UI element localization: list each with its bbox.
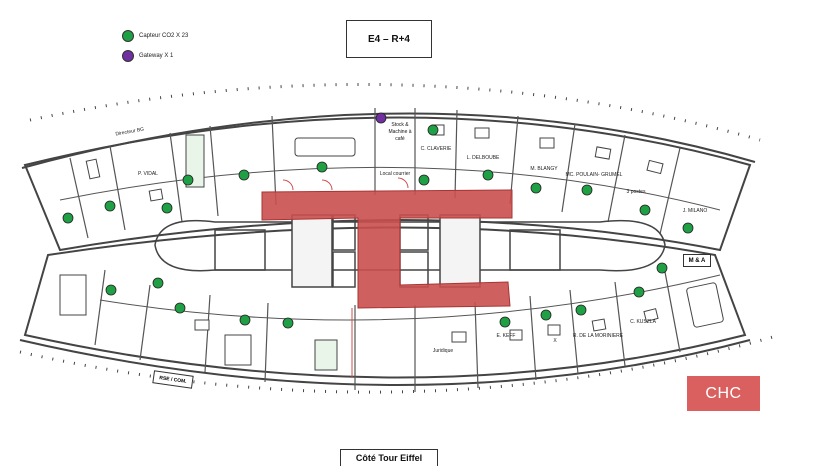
co2-sensor-icon <box>499 316 511 328</box>
co2-sensor-icon <box>104 200 116 212</box>
room-label: M. BLANGY <box>530 166 558 172</box>
co2-sensor-icon <box>152 277 164 289</box>
co2-sensor-icon <box>62 212 74 224</box>
room-label: J. MILANO <box>683 208 708 214</box>
corridor-highlight <box>261 189 513 309</box>
co2-sensor-icon <box>575 304 587 316</box>
co2-sensor-icon <box>530 182 542 194</box>
co2-sensors <box>62 124 694 329</box>
room-label: L. DELBOUBE <box>467 155 500 161</box>
co2-sensor-icon <box>482 169 494 181</box>
room-label: MC. POULAIN- GRUMEL <box>566 172 623 178</box>
central-core <box>154 214 666 288</box>
co2-sensor-icon <box>282 317 294 329</box>
room-label: C. KUSZLA <box>630 319 657 325</box>
meeting-tables <box>59 134 724 371</box>
legend-item-gateway: Gateway X 1 <box>122 50 173 62</box>
room-labels: P. VIDAL C. CLAVERIE L. DELBOUBE M. BLAN… <box>115 127 707 354</box>
co2-sensor-icon <box>174 302 186 314</box>
legend-label: Gateway X 1 <box>139 53 174 59</box>
co2-sensor-icon <box>122 30 134 42</box>
footer-label: Côté Tour Eiffel <box>340 449 438 466</box>
co2-sensor-icon <box>540 309 552 321</box>
room-label: 3 postes <box>627 189 646 195</box>
legend-item-co2: Capteur CO2 X 23 <box>122 30 188 42</box>
room-label: X <box>553 338 557 344</box>
co2-sensor-icon <box>639 204 651 216</box>
top-partitions <box>59 108 721 239</box>
room-label: Local courrier <box>380 171 411 177</box>
co2-sensor-icon <box>161 202 173 214</box>
room-label: E. KEFF <box>497 333 516 339</box>
co2-sensor-icon <box>656 262 668 274</box>
chc-badge: CHC <box>687 376 760 411</box>
page-title: E4 – R+4 <box>346 20 432 58</box>
gateway-icon <box>122 50 134 62</box>
room-label: C. CLAVERIE <box>421 146 452 152</box>
desks <box>85 124 664 343</box>
legend-label: Capteur CO2 X 23 <box>139 33 189 39</box>
co2-sensor-icon <box>682 222 694 234</box>
stock-label: Stock & Machine à café <box>388 122 412 142</box>
ma-room-label: M & A <box>683 254 711 267</box>
co2-sensor-icon <box>238 169 250 181</box>
room-label: Directeur BG <box>115 127 145 138</box>
window-ticks <box>19 82 781 394</box>
room-label: P. VIDAL <box>138 171 158 177</box>
co2-sensor-icon <box>316 161 328 173</box>
room-label: R. DE LA MORINIERE <box>573 333 624 339</box>
co2-sensor-icon <box>633 286 645 298</box>
co2-sensor-icon <box>182 174 194 186</box>
co2-sensor-icon <box>105 284 117 296</box>
co2-sensor-icon <box>581 184 593 196</box>
co2-sensor-icon <box>427 124 439 136</box>
gateway-icon <box>375 112 387 124</box>
room-label: Juridique <box>433 348 454 354</box>
bottom-partitions <box>94 269 721 392</box>
door-arcs <box>282 177 409 378</box>
co2-sensor-icon <box>418 174 430 186</box>
co2-sensor-icon <box>239 314 251 326</box>
